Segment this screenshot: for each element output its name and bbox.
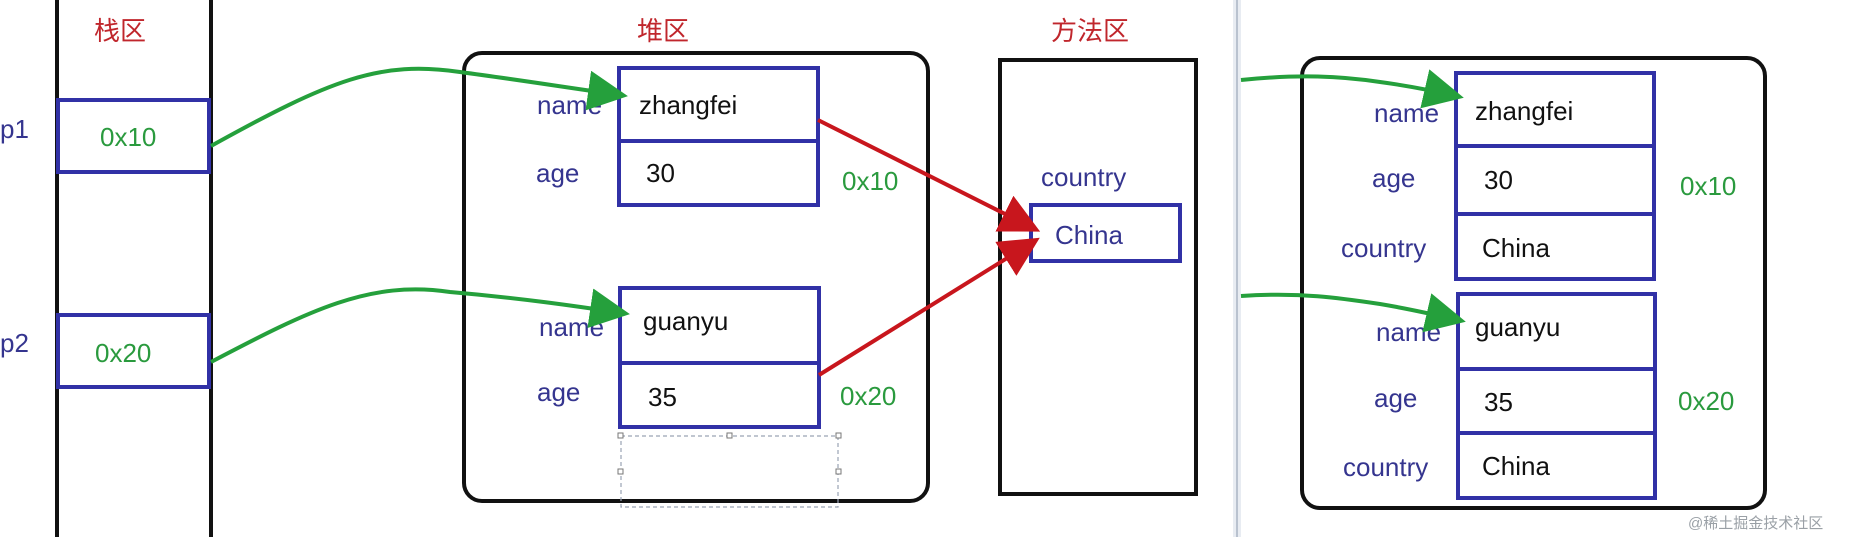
heap-area: 堆区 name zhangfei age 30 0x10 name guanyu… — [462, 16, 930, 508]
reference-arrows — [210, 66, 1041, 377]
p2-label: p2 — [0, 328, 29, 358]
method-country-value: China — [1055, 220, 1123, 250]
p1-value: 0x10 — [100, 122, 156, 152]
heap-obj1-age-value: 30 — [646, 158, 675, 188]
heap-obj1-name-label: name — [537, 90, 602, 120]
method-country-cell — [1029, 203, 1182, 263]
p1-label: p1 — [0, 114, 29, 144]
right-obj1-country-label: country — [1341, 233, 1426, 263]
right-obj2-address: 0x20 — [1678, 386, 1734, 416]
right-obj1-address: 0x10 — [1680, 171, 1736, 201]
heap-obj1-name-value: zhangfei — [639, 90, 737, 120]
heap-boundary — [462, 51, 930, 503]
heap-header: 堆区 — [637, 16, 689, 46]
heap-obj2-age-value: 35 — [648, 382, 677, 412]
right-obj2-name-label: name — [1376, 317, 1441, 347]
right-heap-boundary — [1300, 56, 1767, 510]
right-heap-area: name zhangfei age 30 country China 0x10 … — [1240, 56, 1767, 510]
right-object-guanyu: name guanyu age 35 country China 0x20 — [1343, 292, 1734, 500]
right-obj1-age-label: age — [1372, 163, 1415, 193]
selection-placeholder — [617, 432, 842, 508]
section-divider — [1233, 0, 1241, 537]
right-obj2-age-label: age — [1374, 383, 1417, 413]
right-obj1-country-cell — [1454, 212, 1656, 281]
method-field-label: country — [1041, 162, 1126, 192]
arrow-p1-to-zhangfei — [210, 66, 628, 148]
heap-obj2-name-value: guanyu — [643, 306, 728, 336]
heap-obj1-age-cell — [617, 139, 820, 207]
arrow-in-to-right-zhangfei — [1240, 69, 1464, 109]
arrow-obj1-to-china — [817, 118, 1041, 232]
right-obj2-name-value: guanyu — [1475, 312, 1560, 342]
p1-cell — [56, 98, 211, 174]
stack-area: 栈区 p1 0x10 p2 0x20 — [0, 0, 213, 537]
heap-obj2-age-label: age — [537, 377, 580, 407]
right-obj1-name-value: zhangfei — [1475, 96, 1573, 126]
arrow-obj2-to-china — [817, 237, 1040, 377]
right-obj2-age-value: 35 — [1484, 387, 1513, 417]
right-obj2-country-cell — [1456, 431, 1657, 500]
right-obj2-country-value: China — [1482, 451, 1550, 481]
heap-obj1-address: 0x10 — [842, 166, 898, 196]
heap-obj2-age-cell — [618, 361, 821, 429]
p2-cell — [56, 313, 211, 389]
stack-header: 栈区 — [94, 16, 146, 46]
method-area: 方法区 country China — [998, 16, 1198, 496]
heap-obj2-name-label: name — [539, 312, 604, 342]
right-object-zhangfei: name zhangfei age 30 country China 0x10 — [1341, 71, 1736, 281]
method-header: 方法区 — [1051, 16, 1129, 46]
heap-obj2-address: 0x20 — [840, 381, 896, 411]
heap-object-zhangfei: name zhangfei age 30 0x10 — [536, 66, 898, 207]
method-boundary — [998, 58, 1198, 496]
heap-obj1-age-label: age — [536, 158, 579, 188]
right-obj2-country-label: country — [1343, 452, 1428, 482]
arrow-p2-to-guanyu — [210, 287, 630, 364]
right-obj1-age-value: 30 — [1484, 165, 1513, 195]
right-obj1-name-label: name — [1374, 98, 1439, 128]
p2-value: 0x20 — [95, 338, 151, 368]
right-obj1-country-value: China — [1482, 233, 1550, 263]
watermark: @稀土掘金技术社区 — [1688, 515, 1823, 532]
arrow-in-to-right-guanyu — [1240, 292, 1466, 333]
